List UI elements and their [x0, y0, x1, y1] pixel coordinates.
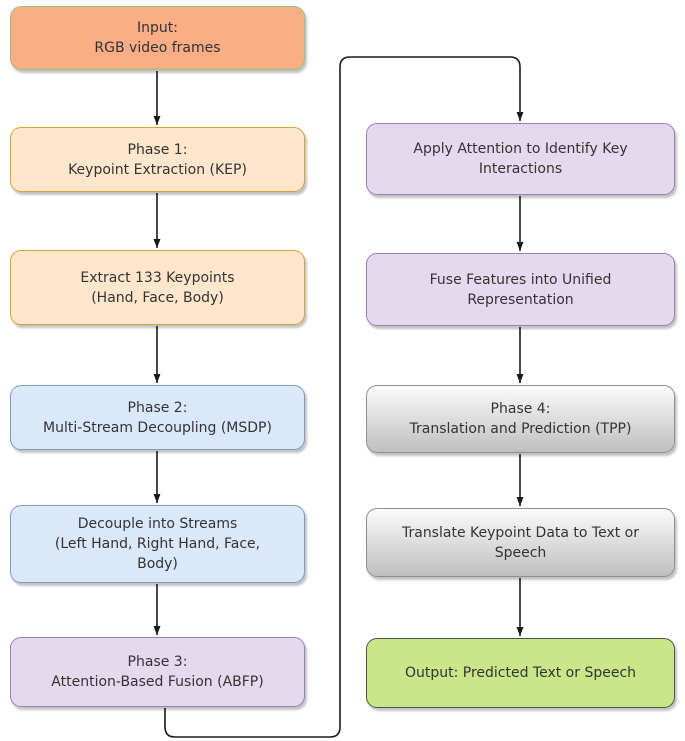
node-phase1-keypoint-extraction: Phase 1: Keypoint Extraction (KEP) — [10, 127, 305, 192]
node-label: Apply Attention to Identify Key Interact… — [413, 141, 628, 177]
node-label: Phase 3: Attention-Based Fusion (ABFP) — [51, 654, 264, 690]
node-fuse-features: Fuse Features into Unified Representatio… — [366, 253, 675, 326]
node-label: Input: RGB video frames — [94, 20, 221, 56]
node-label: Fuse Features into Unified Representatio… — [429, 271, 612, 308]
node-label: Decouple into Streams (Left Hand, Right … — [54, 516, 261, 572]
node-phase3-attention-based-fusion: Phase 3: Attention-Based Fusion (ABFP) — [10, 637, 305, 707]
node-extract-133-keypoints: Extract 133 Keypoints (Hand, Face, Body) — [10, 250, 305, 325]
node-translate-keypoint-data: Translate Keypoint Data to Text or Speec… — [366, 508, 675, 577]
node-decouple-into-streams: Decouple into Streams (Left Hand, Right … — [10, 505, 305, 583]
node-label: Phase 4: Translation and Prediction (TPP… — [409, 401, 632, 437]
node-phase4-translation-prediction: Phase 4: Translation and Prediction (TPP… — [366, 385, 675, 453]
node-apply-attention: Apply Attention to Identify Key Interact… — [366, 123, 675, 195]
node-input-rgb-video-frames: Input: RGB video frames — [10, 6, 305, 70]
node-output-predicted-text-or-speech: Output: Predicted Text or Speech — [366, 638, 675, 708]
node-label: Output: Predicted Text or Speech — [404, 665, 637, 681]
node-label: Extract 133 Keypoints (Hand, Face, Body) — [80, 269, 235, 306]
node-label: Translate Keypoint Data to Text or Speec… — [401, 524, 640, 561]
node-phase2-multi-stream-decoupling: Phase 2: Multi-Stream Decoupling (MSDP) — [10, 385, 305, 450]
node-label: Phase 2: Multi-Stream Decoupling (MSDP) — [43, 399, 272, 436]
node-label: Phase 1: Keypoint Extraction (KEP) — [68, 141, 247, 178]
